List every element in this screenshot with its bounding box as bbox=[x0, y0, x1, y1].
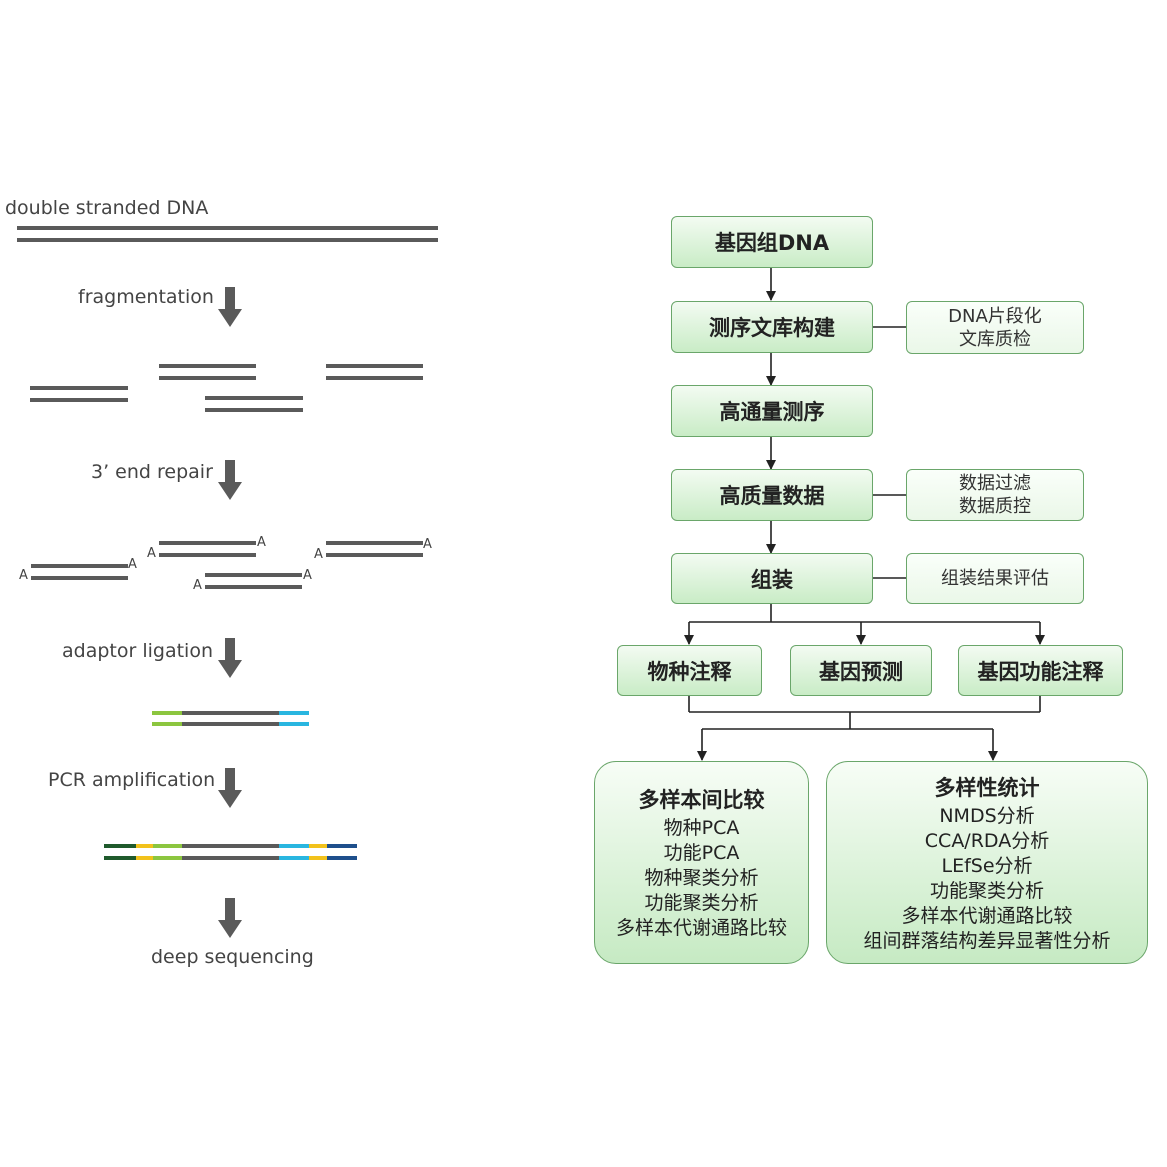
multi-sample-compare-box: 多样本间比较 物种PCA 功能PCA 物种聚类分析 功能聚类分析 多样本代谢通路… bbox=[594, 761, 809, 964]
data-side-box: 数据过滤 数据质控 bbox=[906, 469, 1084, 521]
diversity-item: NMDS分析 bbox=[939, 804, 1035, 827]
diversity-item: 功能聚类分析 bbox=[929, 879, 1044, 902]
dsdna-strand-top bbox=[17, 226, 438, 230]
compare-item: 物种聚类分析 bbox=[644, 867, 759, 889]
library-side-line-2: 文库质检 bbox=[959, 328, 1031, 350]
diversity-item: LEfSe分析 bbox=[941, 854, 1033, 877]
dsdna-strand-bottom bbox=[17, 238, 438, 242]
compare-item: 多样本代谢通路比较 bbox=[615, 917, 787, 939]
assembly-box: 组装 bbox=[671, 553, 873, 604]
library-side-box: DNA片段化 文库质检 bbox=[906, 301, 1084, 354]
diversity-item: CCA/RDA分析 bbox=[924, 829, 1050, 852]
gene-function-box: 基因功能注释 bbox=[958, 645, 1123, 696]
genome-dna-box: 基因组DNA bbox=[671, 216, 873, 268]
compare-item: 功能PCA bbox=[663, 842, 740, 864]
diversity-stats-box: 多样性统计 NMDS分析 CCA/RDA分析 LEfSe分析 功能聚类分析 多样… bbox=[826, 761, 1148, 964]
down-arrow-icon bbox=[218, 898, 242, 938]
compare-item: 功能聚类分析 bbox=[644, 892, 759, 914]
fragmentation-label: fragmentation bbox=[78, 286, 214, 308]
diversity-title: 多样性统计 bbox=[934, 775, 1040, 800]
quality-data-box: 高质量数据 bbox=[671, 469, 873, 521]
data-side-line-1: 数据过滤 bbox=[959, 473, 1031, 494]
gene-prediction-box: 基因预测 bbox=[790, 645, 932, 696]
sequencing-box: 高通量测序 bbox=[671, 385, 873, 437]
compare-title: 多样本间比较 bbox=[638, 788, 765, 812]
compare-item: 物种PCA bbox=[663, 817, 740, 839]
adaptor-ligation-label: adaptor ligation bbox=[62, 640, 213, 662]
species-annotation-box: 物种注释 bbox=[617, 645, 762, 696]
library-side-line-1: DNA片段化 bbox=[948, 305, 1042, 327]
end-repair-label: 3’ end repair bbox=[91, 461, 213, 483]
diversity-item: 多样本代谢通路比较 bbox=[901, 904, 1073, 927]
dsdna-label: double stranded DNA bbox=[5, 197, 209, 219]
down-arrow-icon bbox=[218, 460, 242, 500]
down-arrow-icon bbox=[218, 287, 242, 327]
down-arrow-icon bbox=[218, 638, 242, 678]
deep-sequencing-label: deep sequencing bbox=[151, 946, 314, 968]
assembly-side-box: 组装结果评估 bbox=[906, 553, 1084, 604]
data-side-line-2: 数据质控 bbox=[959, 496, 1031, 517]
library-construction-box: 测序文库构建 bbox=[671, 301, 873, 353]
pcr-amplification-label: PCR amplification bbox=[48, 769, 216, 791]
diversity-item: 组间群落结构差异显著性分析 bbox=[863, 929, 1111, 952]
down-arrow-icon bbox=[218, 768, 242, 808]
